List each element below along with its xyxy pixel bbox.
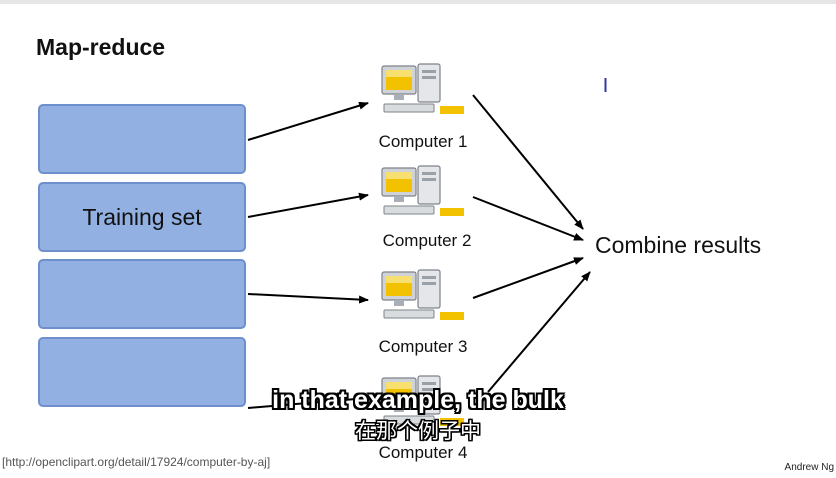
arrow-block1-computer1 [247, 101, 369, 141]
source-credit: [http://openclipart.org/detail/17924/com… [2, 455, 271, 469]
data-block-4 [38, 337, 246, 407]
computer-4-label: Computer 4 [378, 443, 468, 462]
arrow-computer1-combine [472, 94, 584, 230]
text-cursor-icon [604, 78, 607, 92]
slide-title: Map-reduce [36, 34, 166, 60]
data-block-1 [38, 104, 246, 174]
arrow-block4-computer4 [247, 394, 369, 409]
computer-3-label: Computer 3 [378, 337, 468, 356]
data-block-3 [38, 259, 246, 329]
combine-results-label: Combine results [595, 232, 762, 258]
data-block-training-set: Training set [38, 182, 246, 252]
arrow-computer4-combine [487, 271, 591, 393]
subtitle-english: in that example, the bulk [272, 386, 564, 414]
top-bar [0, 0, 836, 4]
computer-2-label: Computer 2 [382, 231, 472, 250]
computer-3-icon [381, 269, 464, 320]
computer-1-icon [381, 63, 464, 114]
arrow-computer3-combine [472, 257, 584, 299]
computer-4-icon [381, 375, 464, 426]
computer-1-label: Computer 1 [378, 132, 468, 151]
arrow-computer2-combine [472, 196, 584, 241]
training-set-label: Training set [82, 203, 202, 230]
author-credit: Andrew Ng [784, 462, 834, 473]
arrow-block2-computer2 [247, 192, 369, 218]
arrow-block3-computer3 [247, 293, 369, 304]
computer-2-icon [381, 165, 464, 216]
subtitle-chinese: 在那个例子中 [355, 420, 481, 443]
